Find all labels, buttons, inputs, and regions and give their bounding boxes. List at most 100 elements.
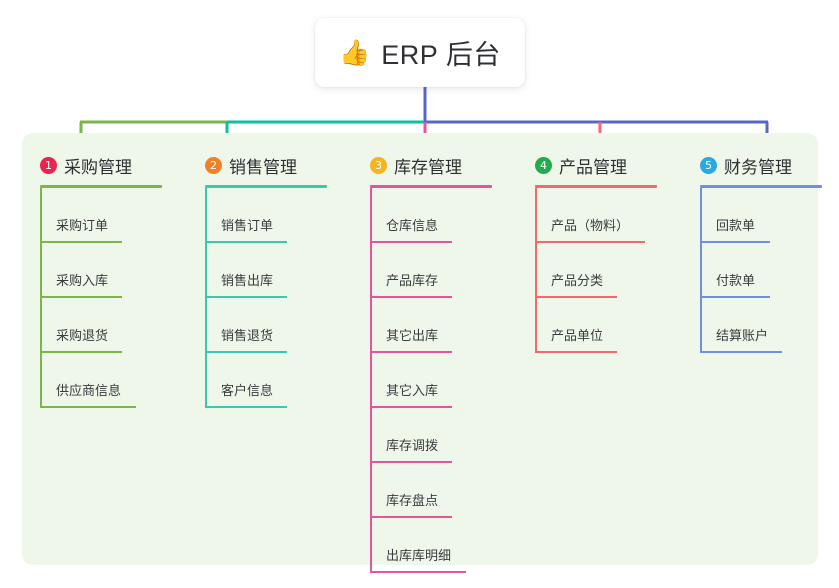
leaf-rule [370,296,452,298]
leaf-rule [40,406,136,408]
leaf-label: 客户信息 [221,383,274,398]
leaf-rule [370,241,452,243]
leaf-item[interactable]: 采购退货 [40,298,162,353]
leaf-item[interactable]: 销售退货 [205,298,327,353]
leaf-item[interactable]: 库存盘点 [370,463,492,518]
branch-column-1: 1 采购管理采购订单采购入库采购退货供应商信息 [22,151,162,408]
leaf-label: 付款单 [716,273,756,288]
leaf-rule [700,296,770,298]
leaf-rule [535,351,617,353]
leaf-item[interactable]: 产品分类 [535,243,667,298]
leaf-item[interactable]: 产品（物料） [535,188,667,243]
leaf-item[interactable]: 采购入库 [40,243,162,298]
branch-spine-5 [700,188,702,353]
branch-badge-5: 5 [700,156,717,174]
leaf-label: 其它出库 [386,328,439,343]
leaf-item[interactable]: 其它入库 [370,353,492,408]
branch-column-5: 5 财务管理回款单付款单结算账户 [682,151,822,353]
leaf-item[interactable]: 销售出库 [205,243,327,298]
diagram-panel: 1 采购管理采购订单采购入库采购退货供应商信息 2 销售管理销售订单销售出库销售退货客… [22,133,822,573]
leaf-item[interactable]: 仓库信息 [370,188,492,243]
leaf-rule [40,241,122,243]
branch-rule-4 [535,185,657,188]
branch-title-2: 销售管理 [229,157,297,177]
leaf-rule [535,296,617,298]
branch-title-3: 库存管理 [394,157,462,177]
leaf-rule [370,351,452,353]
leaf-rule [205,406,287,408]
leaf-rule [205,241,287,243]
leaf-label: 结算账户 [716,328,769,343]
leaf-label: 销售订单 [221,218,274,233]
branch-column-2: 2 销售管理销售订单销售出库销售退货客户信息 [187,151,327,408]
leaf-label: 库存调拨 [386,438,439,453]
branch-title-1: 采购管理 [64,157,132,177]
leaf-item[interactable]: 产品单位 [535,298,667,353]
branch-rule-1 [40,185,162,188]
branch-spine-1 [40,188,42,408]
leaf-rule [370,571,466,573]
branch-rule-3 [370,185,492,188]
branch-column-4: 4 产品管理产品（物料） 产品分类产品单位 [517,151,667,353]
branch-spine-4 [535,188,537,353]
branch-spine-2 [205,188,207,408]
leaf-item[interactable]: 供应商信息 [40,353,162,408]
leaf-item[interactable]: 回款单 [700,188,822,243]
branch-items-1: 采购订单采购入库采购退货供应商信息 [40,188,162,408]
branch-badge-4: 4 [535,156,552,174]
leaf-label: 采购退货 [56,328,109,343]
branch-header-4[interactable]: 4 产品管理 [517,151,667,179]
branch-badge-3: 3 [370,156,387,174]
leaf-label: 回款单 [716,218,756,233]
leaf-item[interactable]: 销售订单 [205,188,327,243]
leaf-rule [205,351,287,353]
branch-column-3: 3 库存管理仓库信息产品库存其它出库其它入库库存调拨库存盘点出库库明细 [352,151,492,573]
leaf-label: 库存盘点 [386,493,439,508]
branch-header-1[interactable]: 1 采购管理 [22,151,162,179]
leaf-item[interactable]: 产品库存 [370,243,492,298]
leaf-label: 仓库信息 [386,218,439,233]
branch-items-3: 仓库信息产品库存其它出库其它入库库存调拨库存盘点出库库明细 [370,188,492,573]
leaf-label: 销售退货 [221,328,274,343]
leaf-item[interactable]: 库存调拨 [370,408,492,463]
leaf-rule [370,516,452,518]
leaf-rule [40,351,122,353]
leaf-label: 产品分类 [551,273,604,288]
branch-items-2: 销售订单销售出库销售退货客户信息 [205,188,327,408]
root-title: ERP 后台 [381,40,501,70]
leaf-item[interactable]: 出库库明细 [370,518,492,573]
leaf-rule [700,351,782,353]
leaf-item[interactable]: 客户信息 [205,353,327,408]
branch-header-3[interactable]: 3 库存管理 [352,151,492,179]
leaf-label: 采购入库 [56,273,109,288]
branch-header-5[interactable]: 5 财务管理 [682,151,822,179]
branch-header-2[interactable]: 2 销售管理 [187,151,327,179]
branch-badge-2: 2 [205,156,222,174]
leaf-label: 销售出库 [221,273,274,288]
leaf-rule [40,296,122,298]
leaf-item[interactable]: 结算账户 [700,298,822,353]
root-node[interactable]: 👍 ERP 后台 [315,18,525,87]
leaf-label: 产品（物料） [551,218,630,233]
leaf-item[interactable]: 其它出库 [370,298,492,353]
branch-rule-2 [205,185,327,188]
leaf-item[interactable]: 付款单 [700,243,822,298]
leaf-rule [370,461,452,463]
branch-title-4: 产品管理 [559,157,627,177]
leaf-rule [205,296,287,298]
branch-items-4: 产品（物料） 产品分类产品单位 [535,188,667,353]
thumbs-up-icon: 👍 [339,38,371,67]
leaf-rule [700,241,770,243]
leaf-label: 产品库存 [386,273,439,288]
branch-badge-1: 1 [40,156,57,174]
leaf-item[interactable]: 采购订单 [40,188,162,243]
leaf-label: 采购订单 [56,218,109,233]
branch-title-5: 财务管理 [724,157,792,177]
branch-items-5: 回款单付款单结算账户 [700,188,822,353]
leaf-rule [370,406,452,408]
leaf-rule [535,241,645,243]
branch-spine-3 [370,188,372,573]
leaf-label: 出库库明细 [386,548,452,563]
leaf-label: 产品单位 [551,328,604,343]
leaf-label: 供应商信息 [56,383,122,398]
